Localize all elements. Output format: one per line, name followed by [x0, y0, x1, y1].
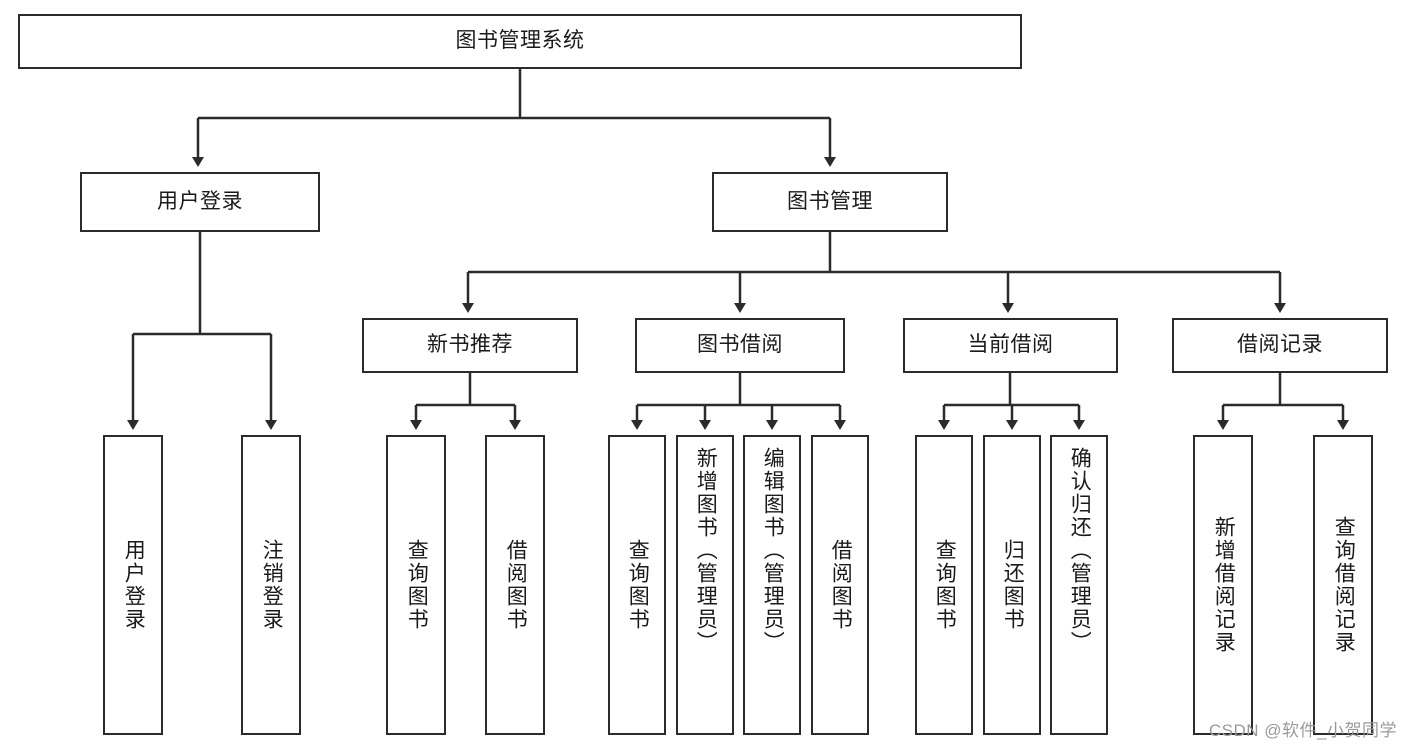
leaf-logout-login[interactable]: 注销登录: [241, 435, 301, 735]
node-current-borrow[interactable]: 当前借阅: [903, 318, 1118, 373]
leaf-confirm-return-admin-label: 确认归还（管理员）: [1068, 447, 1092, 654]
leaf-query-book-borrow-label: 查询图书: [626, 539, 650, 631]
leaf-edit-book-admin-label: 编辑图书（管理员）: [761, 447, 785, 654]
leaf-query-book-borrow[interactable]: 查询图书: [608, 435, 666, 735]
leaf-borrow-book[interactable]: 借阅图书: [811, 435, 869, 735]
leaf-query-book-current-label: 查询图书: [933, 539, 957, 631]
leaf-return-book[interactable]: 归还图书: [983, 435, 1041, 735]
leaf-add-borrow-record[interactable]: 新增借阅记录: [1193, 435, 1253, 735]
leaf-user-login[interactable]: 用户登录: [103, 435, 163, 735]
node-borrow-record-label: 借阅记录: [1237, 333, 1323, 357]
leaf-add-book-admin[interactable]: 新增图书（管理员）: [676, 435, 734, 735]
leaf-query-borrow-record[interactable]: 查询借阅记录: [1313, 435, 1373, 735]
node-user-login[interactable]: 用户登录: [80, 172, 320, 232]
leaf-query-book-recommend-label: 查询图书: [405, 539, 429, 631]
leaf-add-book-admin-label: 新增图书（管理员）: [694, 447, 718, 654]
leaf-add-borrow-record-label: 新增借阅记录: [1212, 516, 1236, 654]
leaf-borrow-book-label: 借阅图书: [829, 539, 853, 631]
node-book-borrow[interactable]: 图书借阅: [635, 318, 845, 373]
leaf-borrow-book-recommend[interactable]: 借阅图书: [485, 435, 545, 735]
node-root[interactable]: 图书管理系统: [18, 14, 1022, 69]
leaf-query-borrow-record-label: 查询借阅记录: [1332, 516, 1356, 654]
node-book-management-label: 图书管理: [787, 189, 873, 213]
leaf-query-book-recommend[interactable]: 查询图书: [386, 435, 446, 735]
watermark: CSDN @软件_小贺同学: [1208, 721, 1397, 740]
node-borrow-record[interactable]: 借阅记录: [1172, 318, 1388, 373]
node-root-label: 图书管理系统: [455, 29, 585, 53]
node-user-login-label: 用户登录: [157, 189, 243, 213]
node-current-borrow-label: 当前借阅: [967, 333, 1054, 357]
leaf-query-book-current[interactable]: 查询图书: [915, 435, 973, 735]
node-book-borrow-label: 图书借阅: [697, 333, 783, 357]
leaf-return-book-label: 归还图书: [1001, 539, 1025, 631]
leaf-borrow-book-recommend-label: 借阅图书: [504, 539, 528, 631]
node-new-book-recommend-label: 新书推荐: [427, 333, 513, 357]
node-book-management[interactable]: 图书管理: [712, 172, 948, 232]
leaf-confirm-return-admin[interactable]: 确认归还（管理员）: [1050, 435, 1108, 735]
leaf-logout-login-label: 注销登录: [260, 539, 284, 631]
leaf-user-login-label: 用户登录: [122, 539, 146, 631]
node-new-book-recommend[interactable]: 新书推荐: [362, 318, 578, 373]
leaf-edit-book-admin[interactable]: 编辑图书（管理员）: [743, 435, 801, 735]
